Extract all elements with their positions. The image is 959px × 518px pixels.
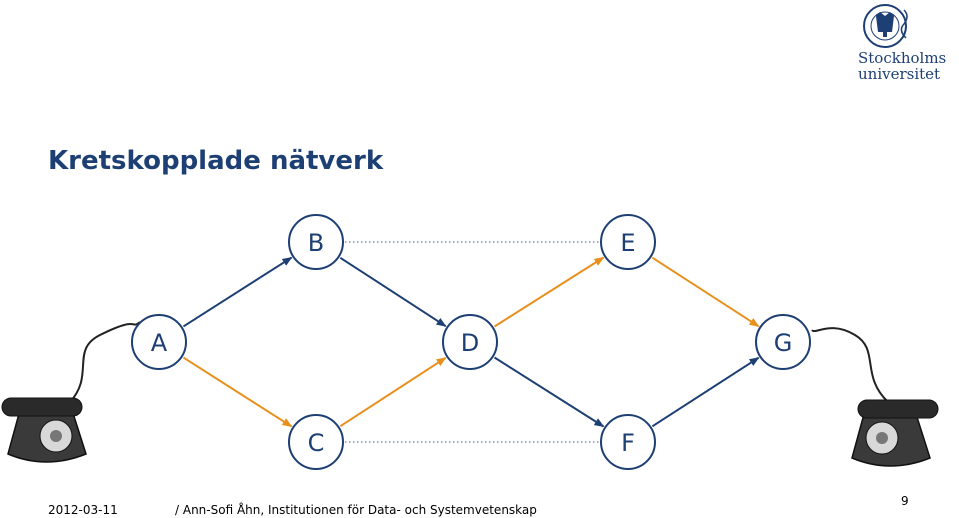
edge-d-f — [493, 356, 605, 428]
node-c: C — [288, 414, 344, 470]
edge-e-g — [651, 256, 760, 328]
node-label: F — [621, 429, 635, 457]
node-d: D — [442, 314, 498, 370]
nodes: A B C D E F G — [131, 214, 811, 470]
node-a: A — [131, 314, 187, 370]
node-f: F — [600, 414, 656, 470]
edge-c-d — [339, 356, 447, 428]
slide-title: Kretskopplade nätverk — [48, 146, 384, 176]
node-label: B — [308, 229, 324, 257]
node-circle — [600, 214, 656, 270]
edge-f-g — [651, 356, 760, 428]
university-name-line2: universitet — [858, 65, 941, 83]
edges — [182, 241, 760, 443]
footer-author: / Ann-Sofi Åhn, Institutionen för Data- … — [175, 503, 537, 517]
node-label: A — [151, 329, 168, 357]
node-circle — [288, 214, 344, 270]
node-circle — [755, 314, 811, 370]
edge-a-b — [182, 256, 293, 328]
node-circle — [288, 414, 344, 470]
node-g: G — [755, 314, 811, 370]
page-number: 9 — [901, 494, 909, 508]
node-label: D — [461, 329, 479, 357]
edge-d-e — [493, 256, 605, 328]
university-name: Stockholms universitet — [858, 50, 946, 82]
node-circle — [131, 314, 187, 370]
telephone-right-icon — [811, 327, 939, 467]
node-e: E — [600, 214, 656, 270]
node-b: B — [288, 214, 344, 270]
university-name-line1: Stockholms — [858, 49, 947, 67]
footer-date: 2012-03-11 — [48, 503, 118, 517]
telephone-left-icon — [1, 321, 141, 463]
university-seal-icon — [863, 4, 908, 48]
node-label: E — [620, 229, 635, 257]
edge-a-c — [182, 356, 293, 428]
node-circle — [442, 314, 498, 370]
node-circle — [600, 414, 656, 470]
node-label: G — [774, 329, 793, 357]
node-label: C — [308, 429, 325, 457]
edge-b-d — [339, 256, 447, 328]
network-diagram: A B C D E F G — [1, 214, 939, 470]
